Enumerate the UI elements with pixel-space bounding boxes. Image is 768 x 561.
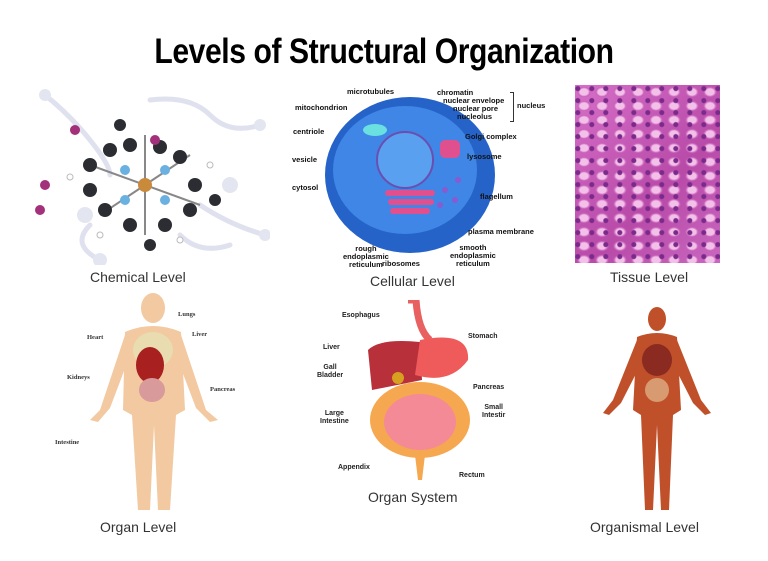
label-centriole: centriole (293, 127, 325, 136)
label-line: Intestir (482, 412, 506, 419)
label-smooth-er: smooth endoplasmic reticulum (450, 244, 496, 268)
label-nuclear-envelope: nuclear envelope (443, 96, 505, 105)
label-line: Bladder (317, 372, 344, 379)
label-line: endoplasmic (343, 252, 389, 261)
label-line: endoplasmic (450, 251, 496, 260)
label-golgi: Golgi complex (465, 132, 517, 141)
label-plasma-membrane: plasma membrane (468, 227, 534, 236)
label-lysosome: lysosome (467, 152, 502, 161)
label-esophagus: Esophagus (342, 312, 380, 319)
organismal-level-caption: Organismal Level (590, 519, 699, 535)
organ-level-caption: Organ Level (100, 519, 177, 535)
label-rectum: Rectum (459, 472, 485, 479)
label-nuclear-pore: nuclear pore (453, 104, 499, 113)
human-anatomy-figure-image (603, 307, 711, 510)
label-gall-bladder: Gall Bladder (317, 364, 343, 380)
label-nucleus: nucleus (517, 101, 546, 110)
label-stomach: Stomach (468, 333, 498, 340)
label-flagellum: flagellum (480, 192, 513, 201)
label-large-intestine: Large Intestine (320, 410, 349, 426)
label-liver-system: Liver (323, 344, 340, 351)
label-kidneys: Kidneys (67, 374, 90, 381)
label-line: Small (484, 404, 504, 411)
label-line: Large (324, 410, 344, 417)
label-line: Gall (323, 364, 337, 371)
organ-system-caption: Organ System (368, 489, 458, 505)
cellular-level-caption: Cellular Level (370, 273, 455, 289)
label-liver: Liver (192, 331, 208, 338)
label-mitochondrion: mitochondrion (295, 103, 348, 112)
chemical-level-caption: Chemical Level (90, 269, 186, 285)
label-cytosol: cytosol (292, 183, 319, 192)
label-line: reticulum (349, 260, 383, 269)
label-line: reticulum (456, 259, 490, 268)
label-small-intestine: Small Intestir (482, 404, 505, 420)
label-vesicle: vesicle (292, 155, 318, 164)
tissue-level-caption: Tissue Level (610, 269, 689, 285)
label-appendix: Appendix (338, 464, 370, 471)
digestive-system-image (368, 300, 470, 480)
label-pancreas-system: Pancreas (473, 384, 505, 391)
label-lungs: Lungs (178, 311, 196, 318)
label-line: Intestine (320, 418, 349, 425)
label-line: smooth (459, 243, 487, 252)
slide-title: Levels of Structural Organization (154, 32, 614, 71)
molecule-image (35, 89, 270, 265)
label-rough-er: rough endoplasmic reticulum (343, 245, 389, 269)
human-body-organs-image (90, 293, 218, 510)
tissue-image (575, 85, 720, 263)
nucleus-bracket (510, 92, 514, 122)
label-pancreas: Pancreas (210, 386, 236, 393)
label-heart: Heart (87, 334, 104, 341)
label-chromatin: chromatin (437, 88, 474, 97)
label-line: rough (355, 244, 377, 253)
label-nucleolus: nucleolus (457, 112, 493, 121)
cell-image (325, 97, 495, 253)
label-microtubules: microtubules (347, 87, 395, 96)
label-ribosomes: ribosomes (382, 259, 420, 268)
label-intestine: Intestine (55, 439, 80, 446)
